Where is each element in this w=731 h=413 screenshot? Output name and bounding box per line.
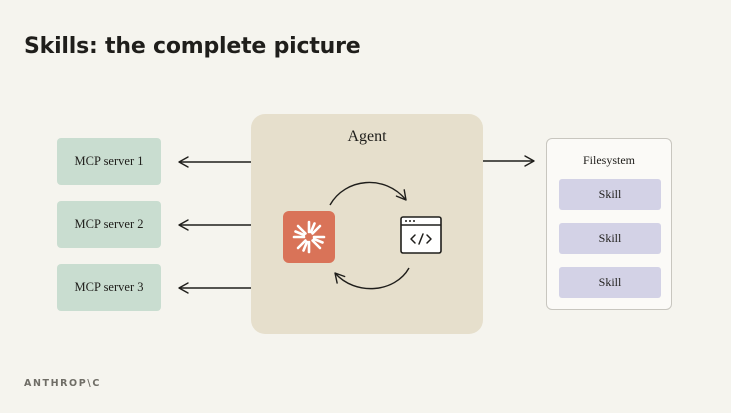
mcp-server-label: MCP server 3 — [74, 280, 144, 294]
code-window-icon — [400, 216, 442, 254]
loop-arrow-top — [329, 181, 407, 206]
skill-item: Skill — [559, 223, 661, 254]
anthropic-logo: ANTHROP\C — [24, 378, 101, 389]
filesystem-label: Filesystem — [582, 153, 635, 167]
skill-item: Skill — [559, 267, 661, 298]
skill-label: Skill — [598, 231, 622, 245]
skill-item: Skill — [559, 179, 661, 210]
mcp-server-label: MCP server 1 — [74, 154, 144, 168]
mcp-server-3: MCP server 3 — [57, 264, 161, 311]
filesystem-box: Filesystem Skill Skill Skill — [546, 138, 672, 310]
agent-label: Agent — [347, 128, 387, 145]
claude-sparkle-icon — [283, 211, 335, 263]
loop-arrow-bottom — [334, 267, 410, 290]
skill-label: Skill — [598, 187, 622, 201]
skill-label: Skill — [598, 275, 622, 289]
page-title: Skills: the complete picture — [24, 34, 361, 59]
mcp-server-1: MCP server 1 — [57, 138, 161, 185]
sparkle-glyph — [292, 220, 326, 254]
mcp-server-label: MCP server 2 — [74, 217, 144, 231]
mcp-server-2: MCP server 2 — [57, 201, 161, 248]
code-window-glyph — [400, 216, 442, 254]
